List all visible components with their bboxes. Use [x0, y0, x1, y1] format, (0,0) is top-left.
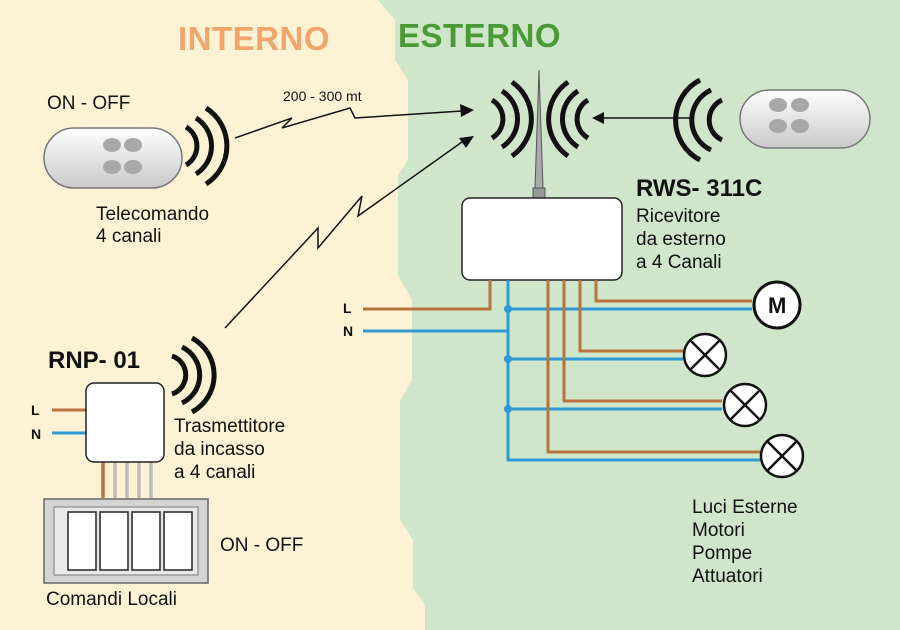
- lamp-icon: [759, 433, 805, 479]
- transmitter-wiring: [52, 408, 86, 435]
- motor-icon: [752, 280, 802, 330]
- loads-line4: Attuatori: [692, 566, 763, 587]
- receiver-line-label: L: [343, 300, 352, 316]
- transmitter-neutral-label: N: [31, 426, 42, 442]
- receiver-box: [461, 197, 623, 281]
- transmitter-caption-line1: Trasmettitore: [174, 416, 286, 437]
- motor-symbol: M: [768, 293, 787, 318]
- signal-waves-icon: [546, 79, 590, 159]
- radio-link-line: [224, 107, 463, 329]
- indoor-zone-title: INTERNO: [178, 20, 330, 57]
- range-label: 200 - 300 mt: [283, 88, 362, 104]
- outdoor-zone-title: ESTERNO: [398, 17, 562, 54]
- receiver-caption-line3: a 4 Canali: [636, 252, 722, 273]
- loads-line1: Luci Esterne: [692, 497, 798, 518]
- loads-line3: Pompe: [692, 543, 753, 564]
- remote-caption-line2: 4 canali: [96, 226, 162, 247]
- signal-waves-icon: [490, 79, 534, 159]
- signal-waves-icon: [673, 77, 724, 163]
- arrowhead-icon: [459, 104, 604, 148]
- remote-control-right: [739, 89, 871, 149]
- remote-state-label: ON - OFF: [47, 93, 131, 114]
- local-controls-state-label: ON - OFF: [220, 535, 304, 556]
- remote-control-left: [43, 127, 183, 189]
- local-switch-panel: [43, 498, 209, 584]
- receiver-model-label: RWS- 311C: [636, 175, 763, 202]
- transmitter-model-label: RNP- 01: [48, 347, 141, 374]
- receiver-caption-line2: da esterno: [636, 229, 726, 250]
- lamp-icon: [722, 382, 768, 428]
- loads-line2: Motori: [692, 520, 745, 541]
- junction-dot: [504, 305, 512, 413]
- local-controls-caption: Comandi Locali: [46, 589, 177, 610]
- receiver-caption-line1: Ricevitore: [636, 206, 721, 227]
- control-wires: [101, 462, 153, 498]
- transmitter-caption-line3: a 4 canali: [174, 462, 256, 483]
- transmitter-caption-line2: da incasso: [174, 439, 265, 460]
- receiver-neutral-label: N: [343, 323, 354, 339]
- signal-waves-icon: [171, 335, 217, 415]
- transmitter-line-label: L: [31, 402, 40, 418]
- receiver-wiring: [363, 280, 760, 462]
- remote-caption-line1: Telecomando: [96, 204, 210, 225]
- transmitter-box: [85, 382, 165, 463]
- lamp-icon: [682, 332, 728, 378]
- signal-waves-icon: [184, 105, 230, 187]
